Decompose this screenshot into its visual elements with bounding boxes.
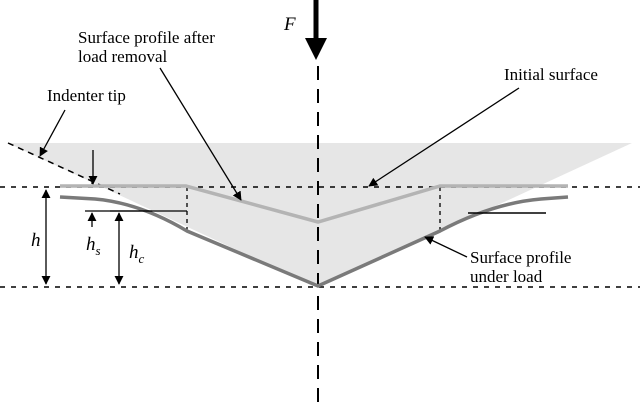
surface-profile-after-removal <box>60 184 568 224</box>
force-label: F <box>283 14 296 35</box>
surface-under-load-label-line2: under load <box>470 267 543 286</box>
indenter-body <box>8 143 632 288</box>
hs-label: hs <box>86 234 101 258</box>
hc-label: hc <box>129 242 145 266</box>
h-label: h <box>31 230 41 251</box>
surface-after-removal-pointer <box>159 67 242 201</box>
surface-under-load-pointer <box>424 236 468 258</box>
indenter-tip-pointer <box>39 109 66 157</box>
initial-surface-pointer <box>368 87 520 187</box>
surface-profile-under-load <box>59 195 569 288</box>
indenter-tip-label: Indenter tip <box>47 86 126 105</box>
force-arrow <box>305 0 327 60</box>
surface-after-removal-label-line2: load removal <box>78 47 167 66</box>
surface-under-load-label-line1: Surface profile <box>470 248 571 267</box>
surface-after-removal-label-line1: Surface profile after <box>78 28 215 47</box>
initial-surface-label: Initial surface <box>504 65 598 84</box>
